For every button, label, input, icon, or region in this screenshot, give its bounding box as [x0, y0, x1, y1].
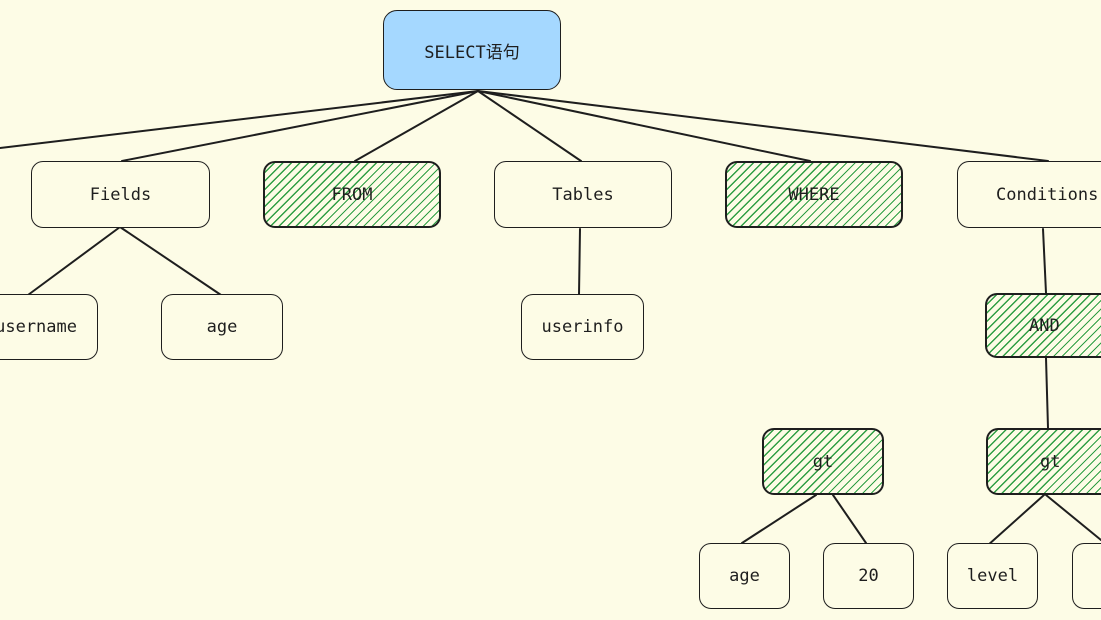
conditions-node[interactable]: Conditions — [957, 161, 1101, 228]
edge-root-fields — [121, 90, 479, 162]
from-label: FROM — [331, 184, 373, 205]
gt-left-node[interactable]: gt — [762, 428, 884, 495]
edge-tables-userinfo — [578, 228, 581, 296]
edge-fields-age — [119, 226, 222, 296]
age-operand-node[interactable]: age — [699, 543, 790, 609]
edge-gt-level — [986, 494, 1045, 547]
and-label: AND — [1029, 315, 1060, 336]
level-operand-label: level — [966, 566, 1019, 586]
gt-right-label: gt — [1040, 451, 1061, 472]
edge-gt-20 — [832, 494, 867, 544]
username-node[interactable]: username — [0, 294, 98, 360]
age-operand-label: age — [729, 566, 760, 586]
edge-root-where — [477, 90, 811, 162]
and-node[interactable]: AND — [985, 293, 1101, 358]
gt-left-label: gt — [812, 451, 834, 472]
fields-node[interactable]: Fields — [31, 161, 210, 228]
edge-fields-username — [27, 226, 121, 296]
tables-label: Tables — [552, 184, 614, 205]
tables-node[interactable]: Tables — [494, 161, 672, 228]
edge-root-offscreen — [0, 90, 479, 149]
from-node[interactable]: FROM — [263, 161, 441, 228]
twenty-operand-node[interactable]: 20 — [823, 543, 914, 609]
where-label: WHERE — [788, 184, 840, 205]
fields-label: Fields — [89, 184, 152, 205]
cutoff-operand-node[interactable] — [1072, 543, 1101, 609]
username-label: username — [0, 317, 77, 337]
level-operand-node[interactable]: level — [947, 543, 1038, 609]
edge-conditions-and — [1042, 228, 1047, 294]
userinfo-label: userinfo — [541, 317, 624, 337]
twenty-operand-label: 20 — [858, 566, 879, 586]
gt-right-node[interactable]: gt — [986, 428, 1101, 495]
edge-gt-offscreen — [1045, 494, 1101, 541]
conditions-label: Conditions — [996, 184, 1099, 205]
where-node[interactable]: WHERE — [725, 161, 903, 228]
edge-root-conditions — [477, 90, 1049, 162]
root-label: SELECT语句 — [424, 42, 520, 63]
age-field-node[interactable]: age — [161, 294, 283, 360]
edge-root-from — [354, 90, 479, 162]
userinfo-node[interactable]: userinfo — [521, 294, 644, 360]
edge-gt-age — [741, 494, 817, 544]
root-node[interactable]: SELECT语句 — [383, 10, 561, 90]
edge-and-gt — [1045, 357, 1049, 429]
age-field-label: age — [206, 317, 238, 337]
edge-root-tables — [477, 90, 582, 162]
